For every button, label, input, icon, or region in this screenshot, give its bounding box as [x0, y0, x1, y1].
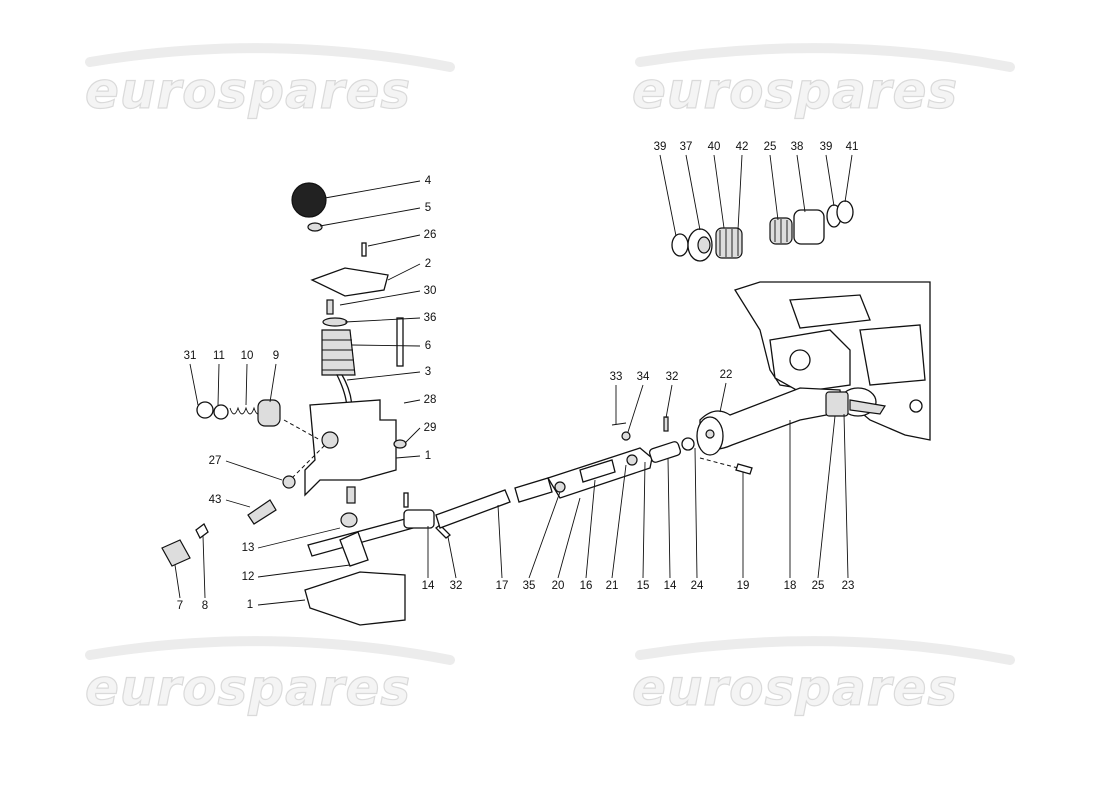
- part-label: 19: [737, 580, 750, 592]
- part-label: 31: [184, 350, 197, 362]
- part-label: 40: [708, 141, 721, 153]
- gear-knob: [291, 182, 327, 218]
- part-label: 7: [177, 600, 183, 612]
- gear-lever-assembly: [161, 182, 451, 626]
- watermark: eurospares: [632, 659, 958, 717]
- part-label: 12: [242, 571, 255, 583]
- part-label: 41: [846, 141, 859, 153]
- leader-lines: [174, 154, 853, 606]
- part-label: 35: [523, 580, 536, 592]
- part-label: 32: [666, 371, 679, 383]
- bearing-cluster: [671, 200, 854, 262]
- gearbox-casing: [734, 281, 931, 441]
- part-label: 25: [764, 141, 777, 153]
- part-label: 5: [425, 202, 431, 214]
- lever-housing: [304, 399, 397, 497]
- part-label: 33: [610, 371, 623, 383]
- part-label: 37: [680, 141, 693, 153]
- part-label: 24: [691, 580, 704, 592]
- part-label: 34: [637, 371, 650, 383]
- part-label: 1: [425, 450, 431, 462]
- part-label: 30: [424, 285, 437, 297]
- watermark: eurospares: [632, 62, 958, 120]
- part-label: 13: [242, 542, 255, 554]
- part-label: 3: [425, 366, 431, 378]
- part-label: 18: [784, 580, 797, 592]
- part-label: 20: [552, 580, 565, 592]
- part-label: 10: [241, 350, 254, 362]
- part-label: 22: [720, 369, 733, 381]
- part-label: 14: [664, 580, 677, 592]
- part-label: 28: [424, 394, 437, 406]
- rubber-boot: [321, 329, 356, 376]
- part-label: 43: [209, 494, 222, 506]
- part-label: 38: [791, 141, 804, 153]
- part-label: 9: [273, 350, 279, 362]
- part-label: 36: [424, 312, 437, 324]
- part-label: 14: [422, 580, 435, 592]
- part-label: 42: [736, 141, 749, 153]
- part-label: 39: [654, 141, 667, 153]
- part-label: 1: [247, 599, 253, 611]
- part-label: 25: [812, 580, 825, 592]
- gate-plate: [310, 267, 389, 297]
- part-label: 39: [820, 141, 833, 153]
- part-label: 6: [425, 340, 431, 352]
- part-label: 4: [425, 175, 432, 187]
- part-label: 11: [213, 350, 225, 362]
- part-label: 17: [496, 580, 509, 592]
- lower-bracket: [304, 571, 406, 626]
- part-label: 15: [637, 580, 650, 592]
- watermark: eurospares: [85, 62, 411, 120]
- part-label: 2: [425, 258, 431, 270]
- part-label: 27: [209, 455, 222, 467]
- linkage-shaft: [435, 387, 849, 529]
- part-label: 21: [606, 580, 619, 592]
- part-number-labels: 39 37 40 42 25 38 39 41 4 5 26 2 30 36 6…: [177, 141, 859, 612]
- watermark: eurospares: [85, 659, 411, 717]
- watermark-group: eurospares eurospares eurospares eurospa…: [84, 43, 1015, 718]
- part-label: 23: [842, 580, 855, 592]
- part-label: 29: [424, 422, 437, 434]
- part-label: 16: [580, 580, 593, 592]
- part-label: 8: [202, 600, 208, 612]
- part-label: 32: [450, 580, 463, 592]
- part-label: 26: [424, 229, 437, 241]
